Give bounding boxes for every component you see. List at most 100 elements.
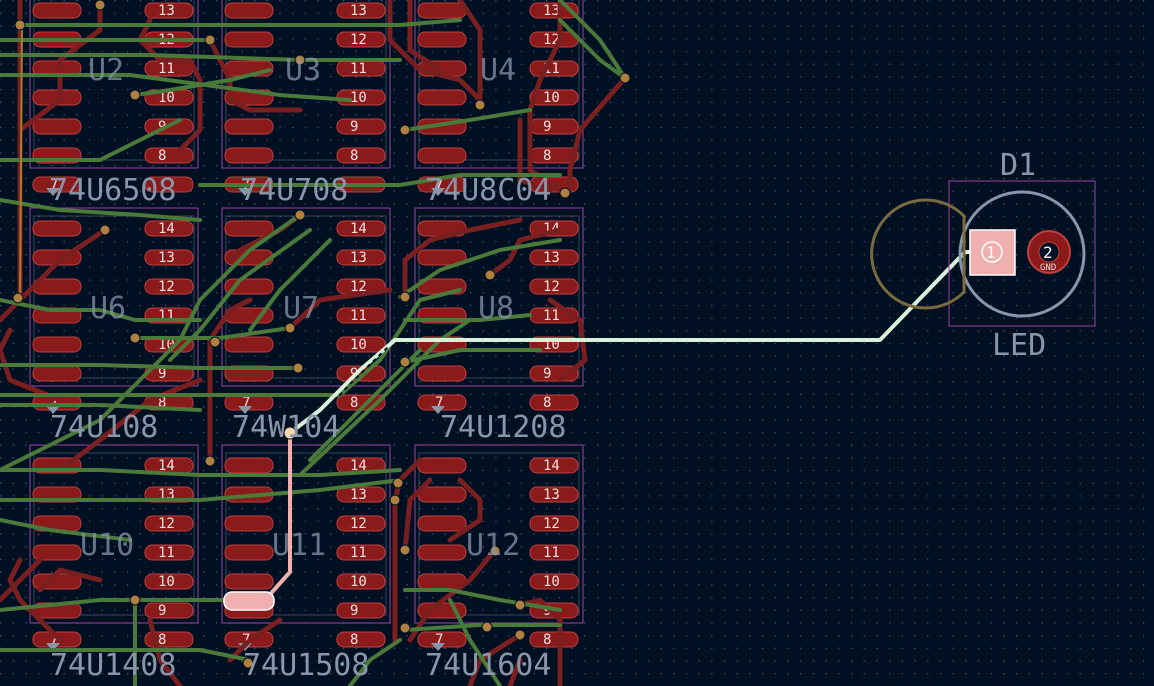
chip-u8-pin-right-number: 13 <box>543 250 560 266</box>
chip-u7-pad-right <box>336 249 386 266</box>
chip-u7-pad-right <box>336 220 386 237</box>
chip-u12-pad-left <box>417 544 467 561</box>
chip-u8-pad-right <box>529 278 579 295</box>
back-traces <box>0 0 627 686</box>
led-pad-1-hole <box>981 241 1003 263</box>
chip-u10-pad-right <box>144 515 194 532</box>
chip-u6-pin-right-number: 12 <box>158 279 175 295</box>
chip-u4-pad-left <box>417 2 467 19</box>
chip-u11-pad-left <box>224 515 274 532</box>
chip-u7-pad-left <box>224 220 274 237</box>
led-pad-1[interactable] <box>969 229 1016 276</box>
chip-u12-pad-left <box>417 457 467 474</box>
chip-u10-courtyard <box>29 444 199 624</box>
chip-u11-pin-right-number: 11 <box>350 545 367 561</box>
chip-u8-outline <box>418 215 580 379</box>
led-outline <box>958 190 1086 318</box>
led-value: LED <box>992 328 1046 363</box>
chip-u8-pad-left <box>417 365 467 382</box>
value-74u1508: 74U1508 <box>243 648 369 683</box>
chip-u3-pin-right-number: 11 <box>350 61 367 77</box>
selected-pad[interactable] <box>223 591 275 611</box>
chip-u12-outline <box>418 452 580 616</box>
chip-u3-pin-right-number: 13 <box>350 3 367 19</box>
chip-u10-pin-right-number: 12 <box>158 516 175 532</box>
chip-u12-pin-right-number: 9 <box>543 603 551 619</box>
chip-u3-pad-left <box>224 118 274 135</box>
ref-u3: U3 <box>285 53 321 88</box>
chip-u3-pad-left <box>224 31 274 48</box>
chip-u2-pad-right <box>144 176 194 193</box>
chip-u2-pad-left <box>32 176 82 193</box>
led-pad-1-number: 1 <box>986 243 996 262</box>
chip-u4-outline <box>418 0 580 161</box>
chip-u4-pad-right <box>529 89 579 106</box>
ref-u12: U12 <box>466 528 520 563</box>
chip-u3-pin-right-number: 10 <box>350 90 367 106</box>
chip-u10-pad-right <box>144 573 194 590</box>
chip-u11-pin-right-number: 10 <box>350 574 367 590</box>
chip-u8-pin1-marker <box>431 406 445 414</box>
chip-u12-pin-right-number: 11 <box>543 545 560 561</box>
value-74u1208: 74U1208 <box>440 410 566 445</box>
chip-u12-pad-right <box>529 573 579 590</box>
chip-u12-pin-right-number: 10 <box>543 574 560 590</box>
selected-via[interactable] <box>283 426 297 440</box>
chip-u8-pin-right-number: 8 <box>543 395 551 411</box>
chip-u11-pad-right <box>336 486 386 503</box>
chip-u10-pin-right-number: 8 <box>158 632 166 648</box>
chip-u10-pin-right-number: 9 <box>158 603 166 619</box>
chip-u11-pad-right <box>336 631 386 648</box>
chip-u12-pin-left-number: 7 <box>435 632 443 648</box>
chip-u12-pad-left <box>417 515 467 532</box>
chip-u2-pad-left <box>32 118 82 135</box>
value-74u1408: 74U1408 <box>50 648 176 683</box>
led-pad-2-hole <box>1038 241 1060 263</box>
chip-u2-pin-left-number: 7 <box>50 177 58 193</box>
ref-u7: U7 <box>283 291 319 326</box>
chip-u4-pin-right-number: 10 <box>543 90 560 106</box>
led-pad-2-net: GND <box>1040 263 1056 273</box>
chip-u12-pad-right <box>529 457 579 474</box>
chip-u3-pad-left <box>224 2 274 19</box>
chip-u6-pin-right-number: 9 <box>158 366 166 382</box>
chip-u2-pin-right-number: 8 <box>158 148 166 164</box>
chip-u6-pad-left <box>32 220 82 237</box>
chip-u4-pad-left <box>417 147 467 164</box>
chips-layer: 13 12 11 10 9 8 7 13 12 11 10 9 8 7 13 12 11 10 9 8 7 14 13 12 1… <box>29 0 584 651</box>
chip-u11-pad-right <box>336 573 386 590</box>
chip-u7-pad-left <box>224 336 274 353</box>
led-reference: D1 <box>1000 148 1036 183</box>
chip-u11-pin-right-number: 13 <box>350 487 367 503</box>
chip-u11-pin-right-number: 8 <box>350 632 358 648</box>
chip-u3-courtyard <box>221 0 391 169</box>
chip-u8-pin-right-number: 11 <box>543 308 560 324</box>
chip-u6-pad-right <box>144 278 194 295</box>
ref-u4: U4 <box>480 53 516 88</box>
chip-u10-outline <box>33 452 195 616</box>
chip-u11-pad-left <box>224 457 274 474</box>
led-d1-footprint[interactable]: 1 2 GND D1 LED <box>870 148 1096 363</box>
chip-u11-pin-left-number: 7 <box>242 632 250 648</box>
chip-u7-pad-right <box>336 336 386 353</box>
chip-u10-pad-right <box>144 602 194 619</box>
chip-u10-pin1-marker <box>46 643 60 651</box>
chip-u7-pin-right-number: 12 <box>350 279 367 295</box>
chip-u8-pad-right <box>529 249 579 266</box>
chip-u7-pin-right-number: 14 <box>350 221 367 237</box>
value-74w104: 74W104 <box>232 410 340 445</box>
chip-u12-pin-right-number: 12 <box>543 516 560 532</box>
chip-u12-pin-right-number: 13 <box>543 487 560 503</box>
ref-u2: U2 <box>88 53 124 88</box>
chip-u10-pin-right-number: 11 <box>158 545 175 561</box>
chip-u2-pin-right-number: 10 <box>158 90 175 106</box>
chip-u3-pad-right <box>336 147 386 164</box>
chip-u2-pad-left <box>32 2 82 19</box>
chip-u8-pin-right-number: 9 <box>543 366 551 382</box>
chip-u3-pin-right-number: 12 <box>350 32 367 48</box>
led-pad-2-number: 2 <box>1043 243 1053 262</box>
chip-u12-pad-right <box>529 544 579 561</box>
chip-u8-pad-left <box>417 249 467 266</box>
chip-u7-pad-right <box>336 307 386 324</box>
